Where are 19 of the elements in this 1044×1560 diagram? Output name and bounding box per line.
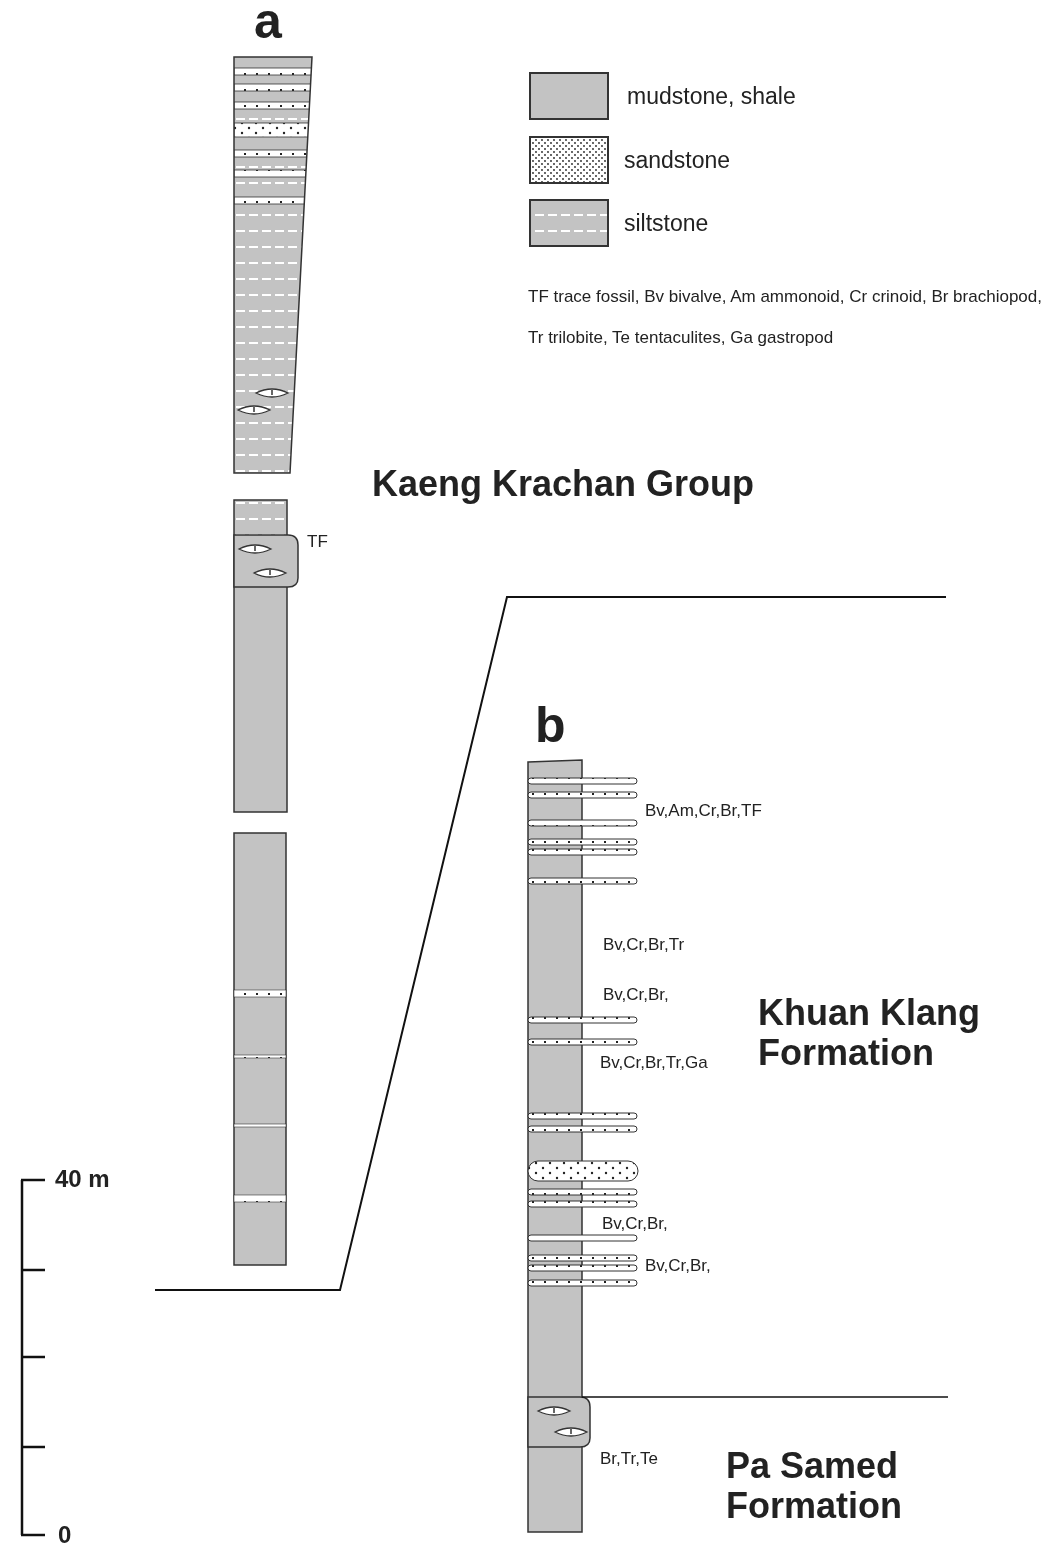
legend-label: sandstone	[624, 146, 731, 175]
scale-label: 0	[58, 1520, 72, 1550]
fossil-label: Bv,Am,Cr,Br,TF	[645, 800, 762, 822]
panel-letter: b	[535, 700, 566, 750]
fossil-label: TF	[307, 531, 328, 553]
panel-letter: a	[254, 0, 282, 46]
unit-name: Kaeng Krachan Group	[372, 466, 755, 502]
fossil-label: Bv,Cr,Br,Tr,Ga	[600, 1052, 708, 1074]
legend-label: siltstone	[624, 209, 709, 238]
fossil-label: Bv,Cr,Br,	[603, 984, 669, 1006]
abbreviation-note: TF trace fossil, Bv bivalve, Am ammonoid, Cr crinoid, Br brachiopod, Tr trilobite, Te tentaculites, Ga gastropod	[528, 286, 1043, 349]
fossil-label: Bv,Cr,Br,Tr	[603, 934, 685, 956]
scale-label: 40 m	[55, 1164, 110, 1194]
fossil-label: Bv,Cr,Br,	[602, 1213, 668, 1235]
unit-name: Pa Samed Formation	[726, 1446, 903, 1526]
fossil-label: Br,Tr,Te	[600, 1448, 658, 1470]
fossil-label: Bv,Cr,Br,	[645, 1255, 711, 1277]
legend-label: mudstone, shale	[627, 82, 796, 111]
unit-name: Khuan Klang Formation	[758, 993, 981, 1073]
